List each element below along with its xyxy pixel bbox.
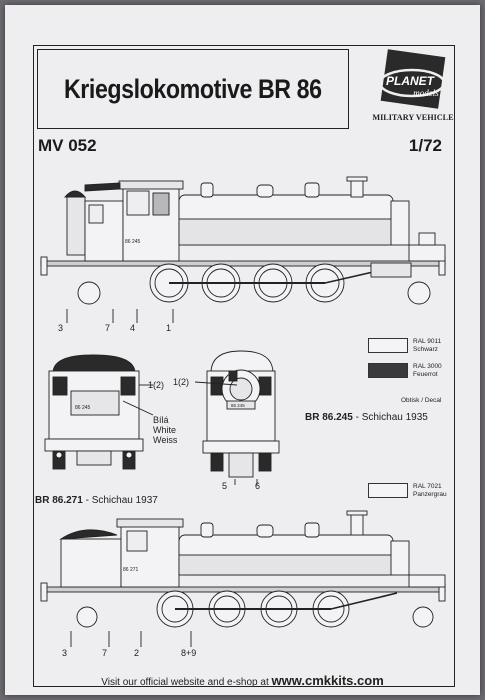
- rear-view: 86 245: [194, 350, 280, 485]
- ral-7021-label: RAL 7021 Panzergrau: [413, 483, 447, 498]
- kit-code: MV 052: [38, 136, 97, 155]
- side-view-bottom: 86 271: [40, 510, 446, 647]
- title-box: Kriegslokomotive BR 86: [37, 49, 349, 129]
- ral-9011-label: RAL 9011 Schwarz: [413, 338, 442, 353]
- white-label: Bílá White Weiss: [153, 415, 178, 445]
- obtisk-decal-label: Obtisk / Decal: [401, 397, 442, 404]
- locomotive-drawings: 86 245 86 245: [40, 176, 446, 647]
- callout-3-bottom: 3: [62, 648, 68, 658]
- page-title: Kriegslokomotive BR 86: [64, 73, 322, 104]
- planet-models-logo: PLANET models MILITARY VEHICLE: [372, 49, 454, 123]
- callout-1-2-front: 1(2): [148, 380, 165, 390]
- rear-number-plate: 86 245: [231, 403, 245, 408]
- callout-2-bottom: 2: [134, 648, 140, 658]
- swatch-ral-9011: [368, 338, 408, 353]
- logo-banner: MILITARY VEHICLE: [372, 113, 454, 122]
- instruction-sheet: Kriegslokomotive BR 86 PLANET models MIL…: [5, 5, 480, 695]
- front-number-plate: 86 245: [75, 405, 91, 411]
- swatch-ral-7021: [368, 483, 408, 498]
- callout-1-2-rear: 1(2): [173, 377, 190, 387]
- callout-6-rear: 6: [255, 481, 261, 491]
- front-view: 86 245: [44, 354, 154, 470]
- callout-1-top: 1: [166, 323, 172, 333]
- callout-7-top: 7: [105, 323, 111, 333]
- callout-5-rear: 5: [222, 481, 228, 491]
- callout-8-9-bottom: 8+9: [181, 648, 197, 658]
- footer: Visit our official website and e-shop at…: [101, 673, 384, 688]
- top-number-plate: 86 245: [125, 239, 141, 245]
- website-link[interactable]: www.cmkkits.com: [271, 673, 384, 688]
- side-view-top: 86 245: [40, 176, 446, 323]
- kit-scale: 1/72: [408, 136, 442, 155]
- bottom-number-plate: 86 271: [123, 567, 139, 573]
- ral-3000-label: RAL 3000 Feuerrot: [413, 363, 442, 378]
- caption-br-86-271: BR 86.271 - Schichau 1937: [35, 495, 158, 506]
- logo-text-models: models: [413, 88, 439, 98]
- callout-3-top: 3: [58, 323, 64, 333]
- swatch-ral-3000: [368, 363, 408, 378]
- callout-7-bottom: 7: [102, 648, 108, 658]
- callout-4-top: 4: [130, 323, 136, 333]
- page-frame: [33, 45, 455, 687]
- caption-br-86-245: BR 86.245 - Schichau 1935: [305, 412, 428, 423]
- logo-text-planet: PLANET: [386, 74, 436, 88]
